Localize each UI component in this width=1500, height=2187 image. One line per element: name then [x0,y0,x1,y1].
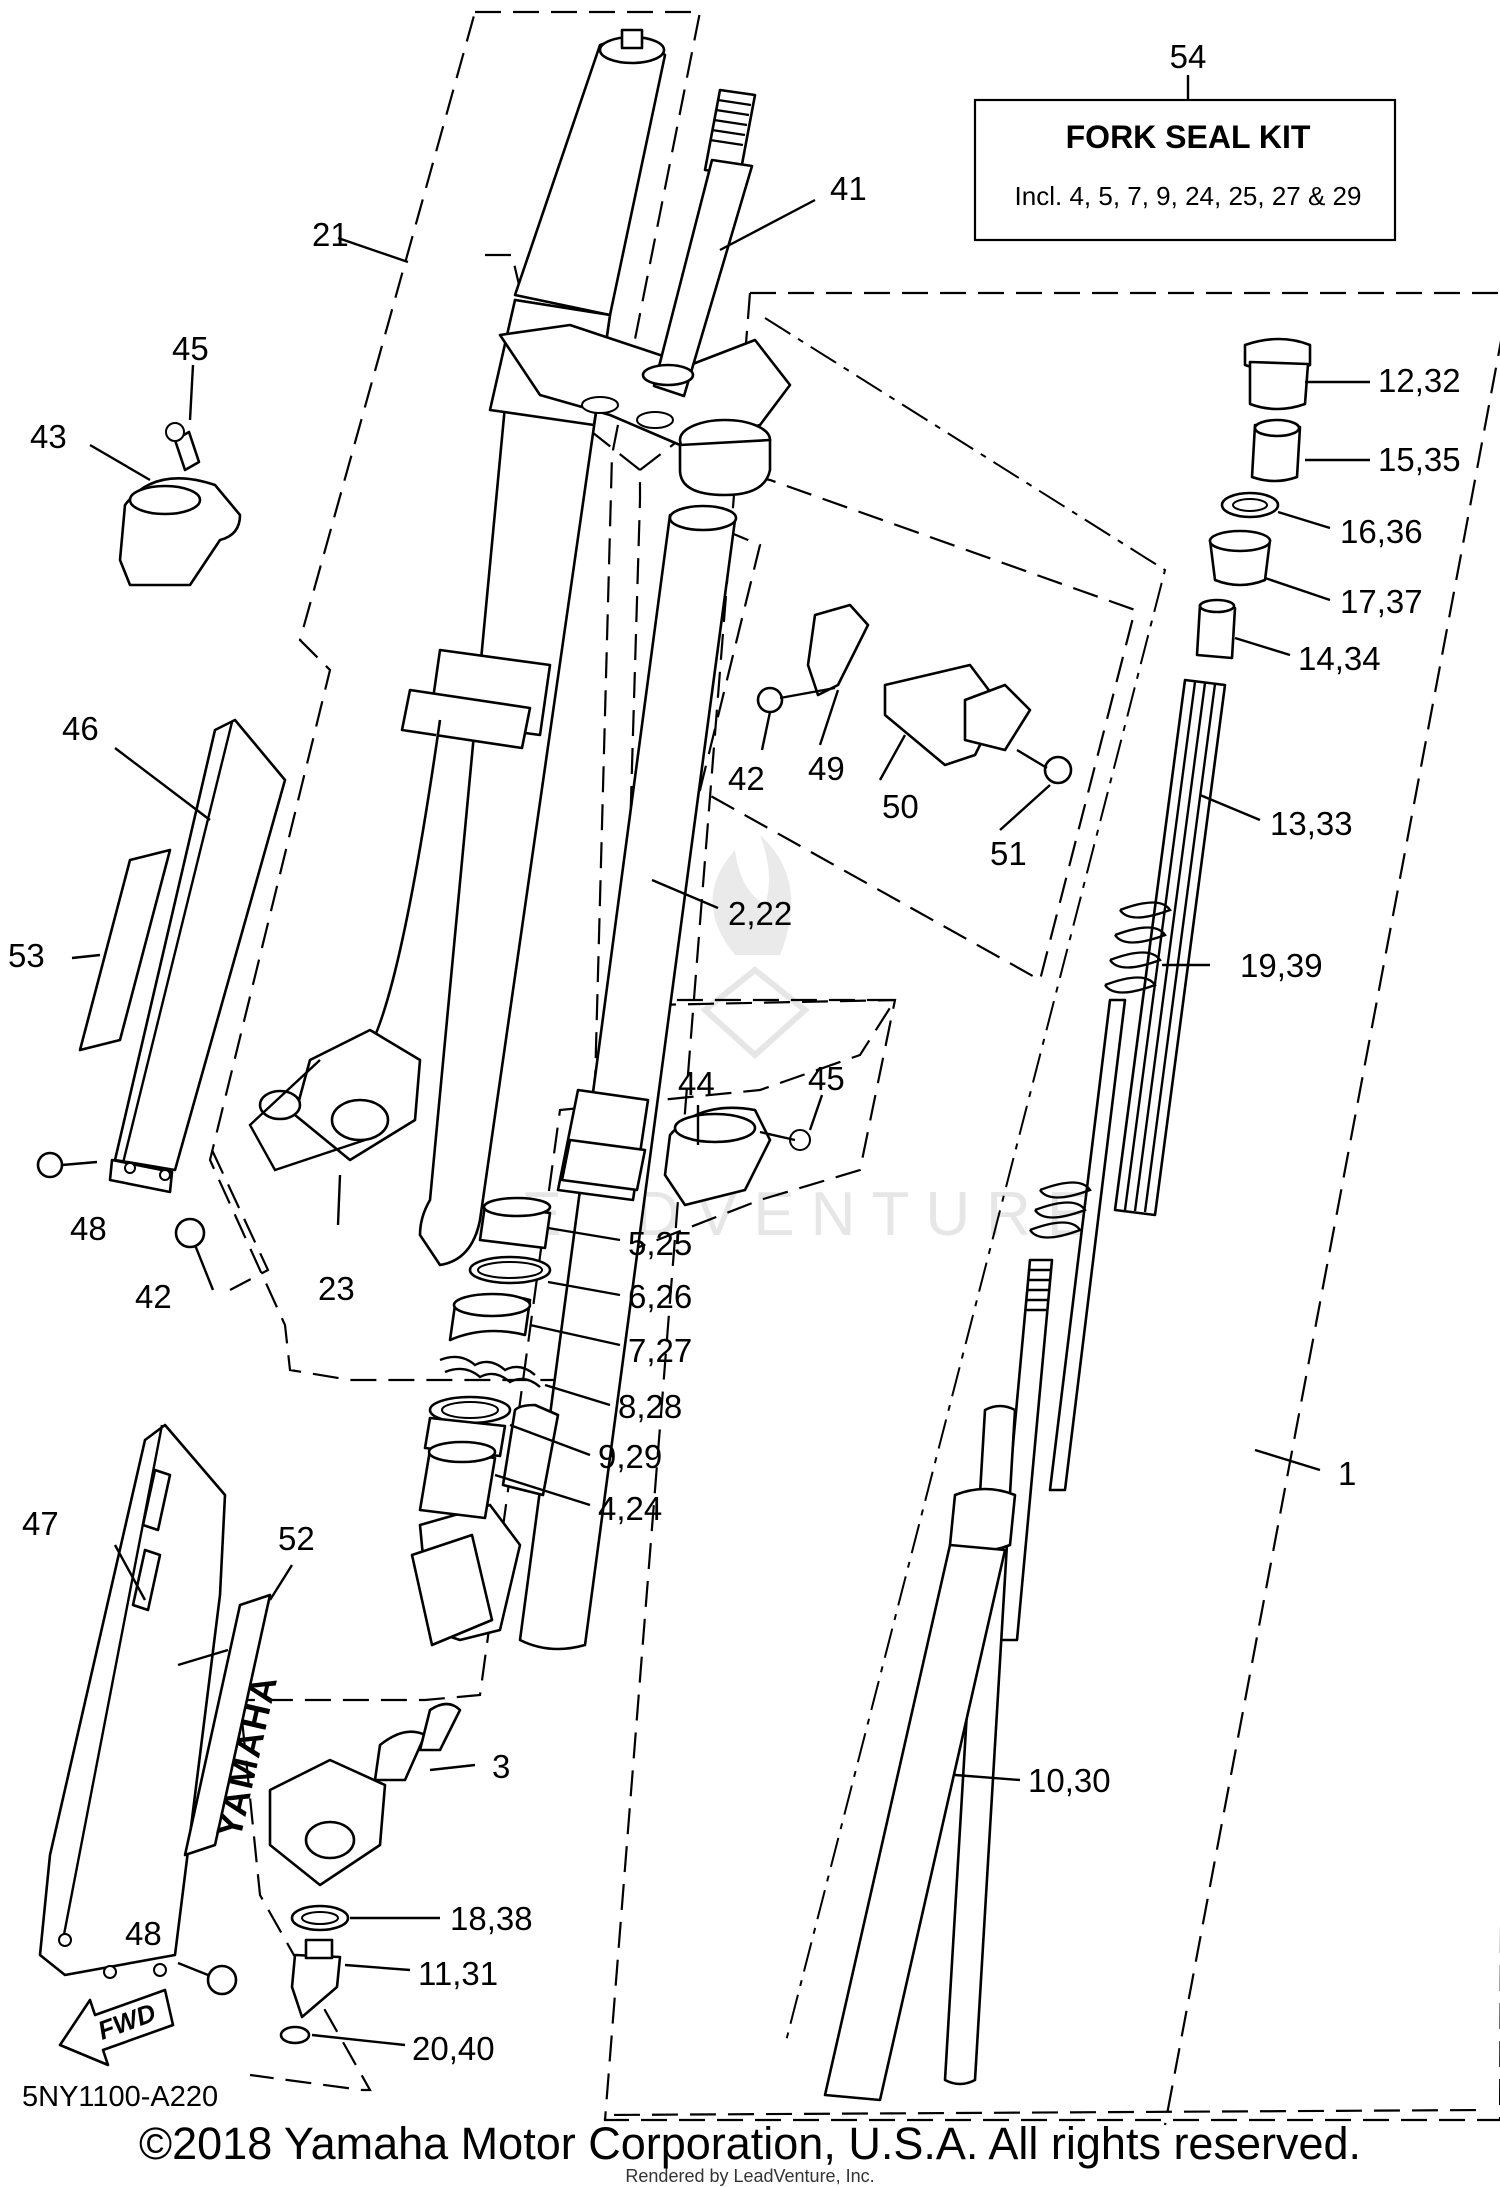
callout-48-lower: 48 [125,1915,162,1952]
callout-44: 44 [678,1065,715,1102]
callout-21: 21 [312,216,349,253]
callout-23: 23 [318,1270,355,1307]
outline-cartridge-group-right [1163,340,1500,2126]
callout-13-33: 13,33 [1270,805,1353,842]
outline-cartridge-group [603,291,1500,2122]
callout-41: 41 [830,170,867,207]
callout-5-25: 5,25 [628,1225,692,1262]
callout-53: 53 [8,937,45,974]
callout-42-lower: 42 [135,1278,172,1315]
callout-43: 43 [30,418,67,455]
callout-49: 49 [808,750,845,787]
callout-42: 42 [728,760,765,797]
callout-7-27: 7,27 [628,1332,692,1369]
clamp-44 [663,1106,811,1207]
outline-upper-clamp-group [639,418,1137,982]
fork-guard-47 [38,1423,227,1979]
cartridge-parts [823,337,1312,2102]
callout-6-26: 6,26 [628,1278,692,1315]
callout-17-37: 17,37 [1340,583,1423,620]
kit-title: FORK SEAL KIT [1066,119,1311,155]
callout-52: 52 [278,1520,315,1557]
steering-stem-41 [641,88,757,398]
callout-15-35: 15,35 [1378,441,1461,478]
bolt-42b [174,1217,215,1291]
clamp-hardware-49-51 [756,603,1073,785]
clamp-43 [118,422,242,587]
callout-2-22: 2,22 [728,895,792,932]
callout-47: 47 [22,1505,59,1542]
outline-inner-tube-group [238,253,898,2092]
copyright-notice: ©2018 Yamaha Motor Corporation, U.S.A. A… [138,2118,1362,2169]
fwd-arrow: FWD [58,1988,175,2067]
kit-includes: Incl. 4, 5, 7, 9, 24, 25, 27 & 29 [1015,181,1362,211]
base-valve-parts [279,1904,350,2045]
outline-lower-clamp-group [579,998,897,1272]
outline-guard-bracket [211,1149,270,1291]
outline-outer-tube-group [208,10,702,1382]
callout-10-30: 10,30 [1028,1762,1111,1799]
outline-damper-assembly [764,317,1167,2046]
callout-46: 46 [62,710,99,747]
callout-18-38: 18,38 [450,1900,533,1937]
callout-50: 50 [882,788,919,825]
callout-45: 45 [172,330,209,367]
triple-clamp-upper [498,323,792,497]
callout-19-39: 19,39 [1240,947,1323,984]
kit-number: 54 [1170,38,1207,75]
leader-lines [71,198,1370,2047]
bolt-48b [177,1961,238,1996]
callout-14-34: 14,34 [1298,640,1381,677]
callout-20-40: 20,40 [412,2030,495,2067]
callout-11-31: 11,31 [418,1955,498,1992]
bolt-48a [36,1151,98,1179]
callout-45-lower: 45 [808,1060,845,1097]
callout-3: 3 [492,1748,510,1785]
fork-guard-46 [108,718,287,1194]
callout-4-24: 4,24 [598,1490,662,1527]
callout-9-29: 9,29 [598,1438,662,1475]
callout-12-32: 12,32 [1378,362,1461,399]
rendered-by-notice: Rendered by LeadVenture, Inc. [625,2166,875,2186]
callout-51: 51 [990,835,1027,872]
inner-tube-2-22 [268,504,738,1887]
callout-16-36: 16,36 [1340,513,1423,550]
decal-53 [78,848,172,1052]
callout-labels: 21 41 45 43 12,32 15,35 16,36 17,37 14,3… [8,170,1461,2067]
fork-seal-kit-box: 54 FORK SEAL KIT Incl. 4, 5, 7, 9, 24, 2… [973,38,1397,242]
seal-stack [418,1196,552,1520]
diagram-code: 5NY1100-A220 [22,2081,218,2113]
callout-1: 1 [1338,1455,1356,1492]
callout-8-28: 8,28 [618,1388,682,1425]
callout-48: 48 [70,1210,107,1247]
